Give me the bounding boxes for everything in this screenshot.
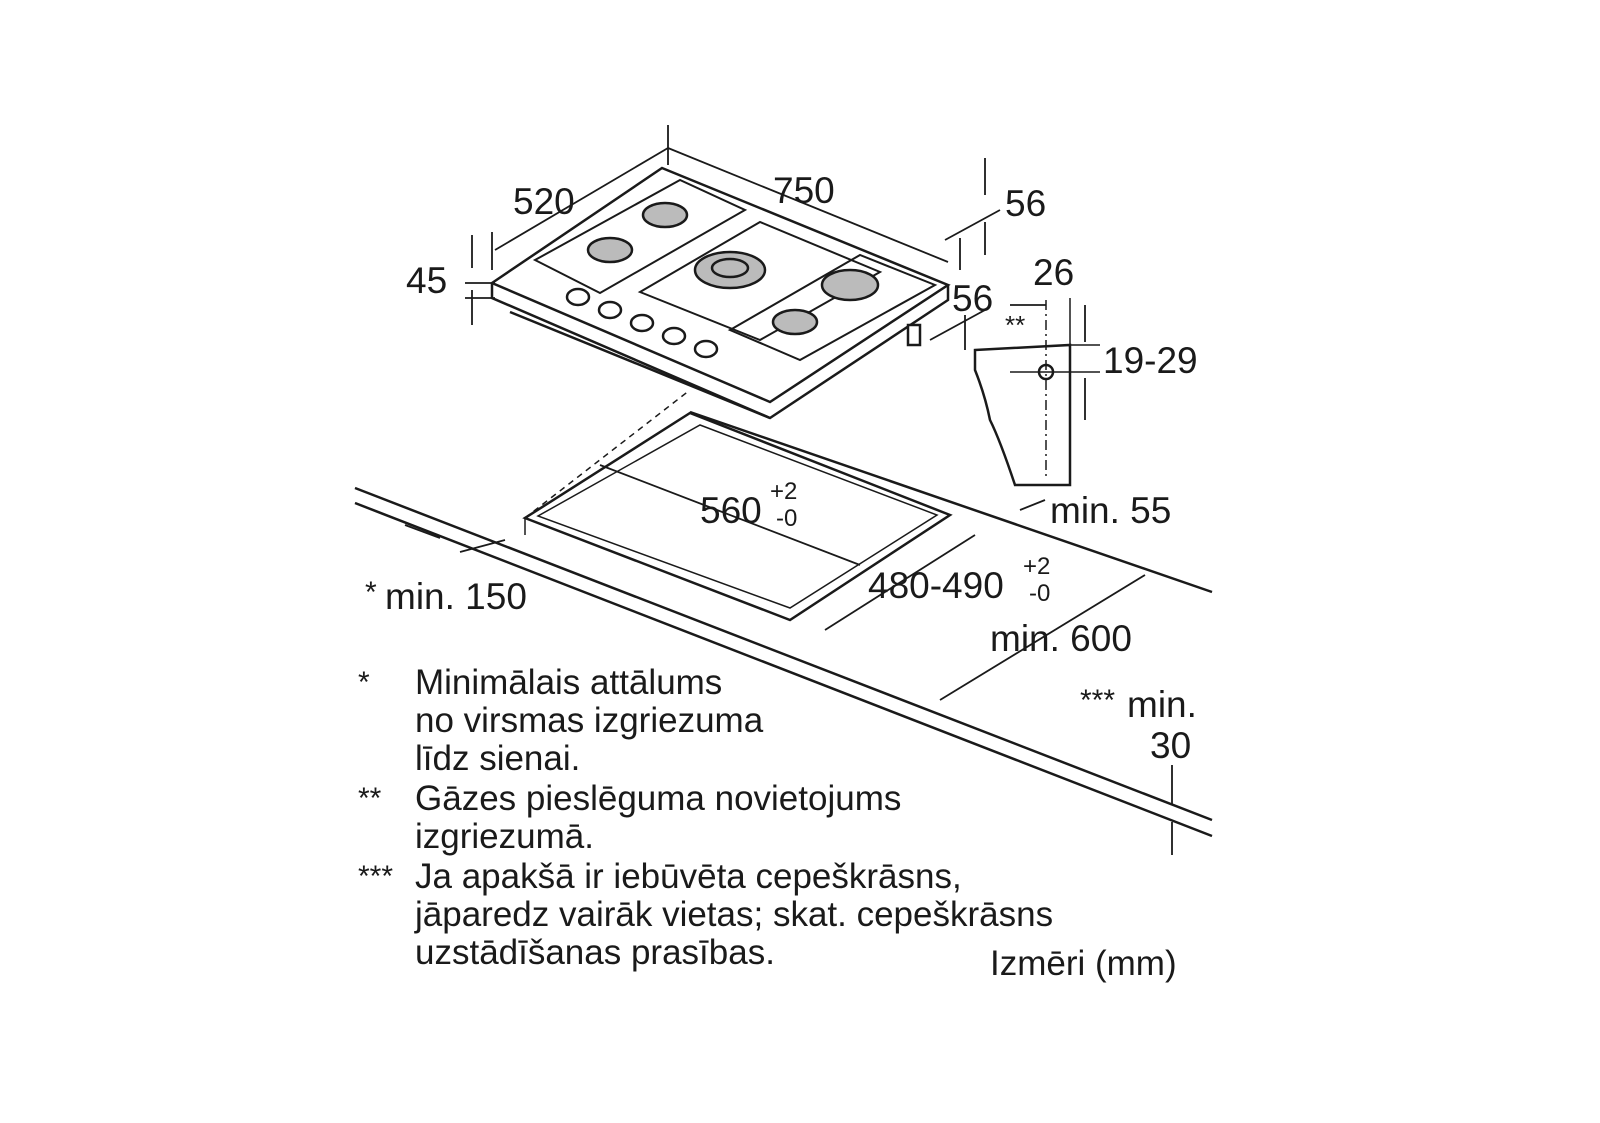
note-line: no virsmas izgriezuma (415, 701, 764, 740)
note-marker: ** (358, 782, 382, 815)
units-label: Izmēri (mm) (990, 944, 1177, 983)
note-line: Minimālais attālums (415, 663, 723, 702)
note-line: izgriezumā. (415, 817, 594, 856)
dim-cutout-480-490: 480-490 (868, 565, 1004, 606)
tol-plus: +2 (1023, 553, 1051, 580)
tol-plus: +2 (770, 478, 798, 505)
dim-depth-520: 520 (513, 181, 575, 222)
note-line: uzstādīšanas prasības. (415, 933, 775, 972)
tol-minus: -0 (776, 505, 798, 532)
worktop (354, 389, 1213, 838)
dim-19-29: 19-29 (1103, 340, 1198, 381)
dim-26: 26 (1033, 252, 1075, 293)
dimension-lines (404, 125, 1173, 855)
dim-min-600: min. 600 (990, 618, 1132, 659)
note-line: Ja apakšā ir iebūvēta cepeškrāsns, (415, 857, 962, 896)
note-line: Gāzes pieslēguma novietojums (415, 779, 902, 818)
dim-cutout-560: 560 (700, 490, 762, 531)
note-line: līdz sienai. (415, 739, 581, 778)
tol-minus: -0 (1029, 580, 1051, 607)
hob (489, 166, 951, 420)
min-below-marker: *** (1080, 684, 1116, 717)
dim-56-side: 56 (952, 278, 994, 319)
dim-min-label: min. (1127, 684, 1197, 725)
dim-min-150: min. 150 (385, 576, 527, 617)
dim-56-top: 56 (1005, 183, 1047, 224)
note-marker: * (358, 666, 370, 699)
min-wall-marker: * (365, 576, 377, 609)
note-marker: *** (358, 860, 394, 893)
dim-width-750: 750 (773, 170, 835, 211)
dim-min-55: min. 55 (1050, 490, 1172, 531)
gas-marker: ** (1005, 310, 1026, 340)
dim-min-30: 30 (1150, 725, 1192, 766)
note-line: jāparedz vairāk vietas; skat. cepeškrāsn… (415, 895, 1054, 934)
dim-height-45: 45 (406, 260, 448, 301)
gas-connection-detail (973, 298, 1100, 487)
